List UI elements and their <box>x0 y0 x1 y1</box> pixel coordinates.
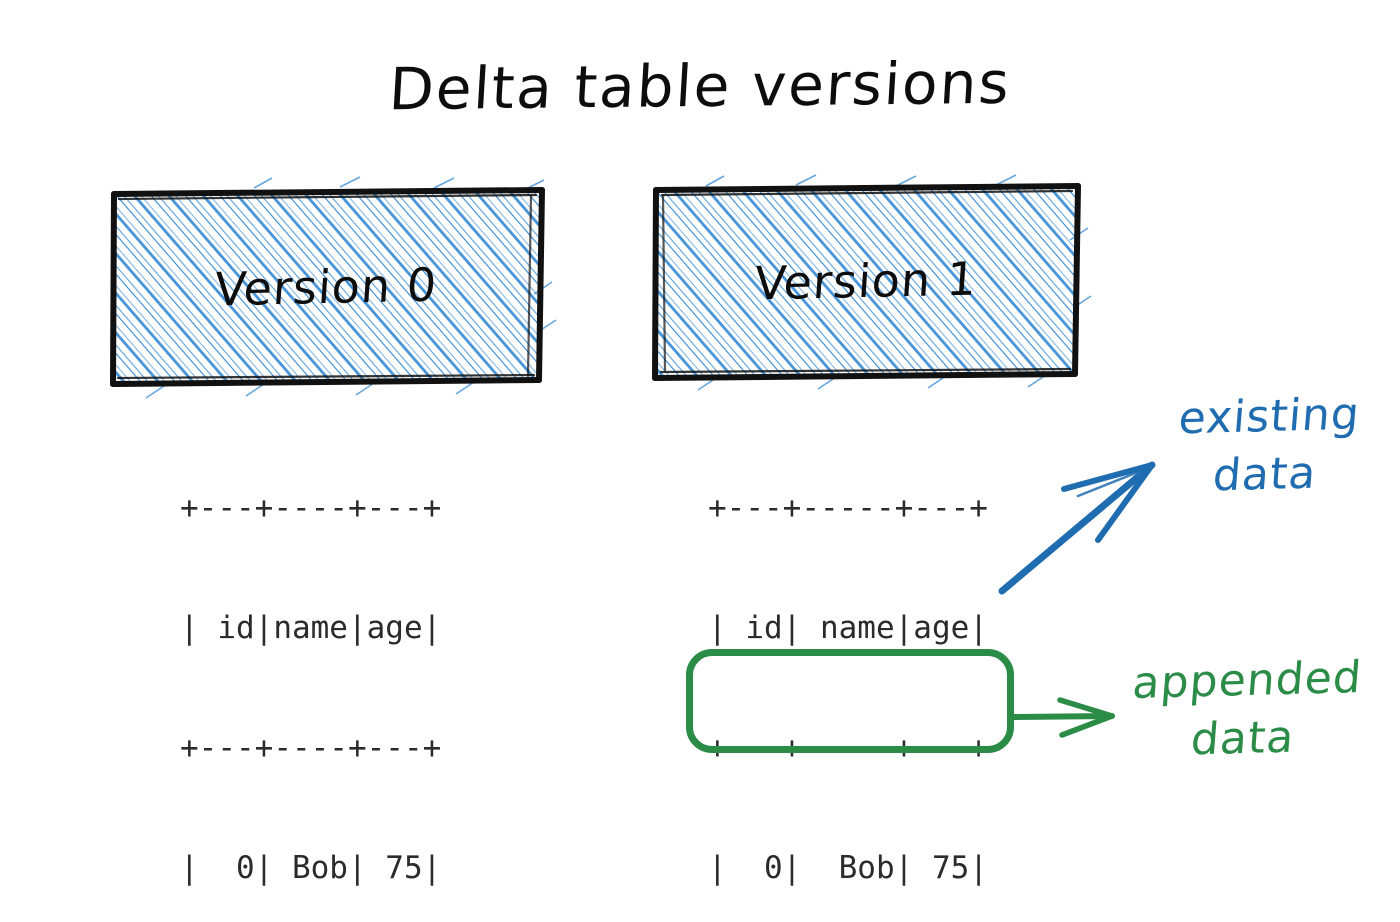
version-0-box: Version 0 <box>104 176 557 399</box>
version-1-box-border <box>652 183 1081 381</box>
version-0-hatch-fill <box>114 192 540 382</box>
version-1-box-graphic <box>652 174 1092 391</box>
table-header-row: | id|name|age| <box>180 610 442 646</box>
version-1-hatch-fill <box>656 188 1076 376</box>
version-1-box: Version 1 <box>646 174 1092 391</box>
version-0-box-graphic <box>110 176 557 399</box>
page-title: Delta table versions <box>387 48 1013 124</box>
table-top-border: +---+-----+---+ <box>708 490 988 526</box>
table-header-row: | id| name|age| <box>708 610 988 646</box>
appended-data-annotation: appended data <box>1130 652 1364 766</box>
table-top-border: +---+----+---+ <box>180 490 442 526</box>
appended-data-arrow-icon <box>1008 697 1115 738</box>
table-row: | 0| Bob| 75| <box>180 850 442 886</box>
table-header-border: +---+----+---+ <box>180 730 442 766</box>
existing-data-arrow-icon <box>998 461 1156 595</box>
table-row: | 0| Bob| 75| <box>708 850 988 886</box>
version-1-table: +---+-----+---+ | id| name|age| +---+---… <box>708 408 988 922</box>
version-0-hatch-overflow <box>145 176 557 399</box>
table-header-border: +---+-----+---+ <box>708 730 988 766</box>
version-0-table: +---+----+---+ | id|name|age| +---+----+… <box>180 408 441 922</box>
existing-data-annotation: existing data <box>1176 388 1362 502</box>
version-0-box-border <box>110 187 545 387</box>
